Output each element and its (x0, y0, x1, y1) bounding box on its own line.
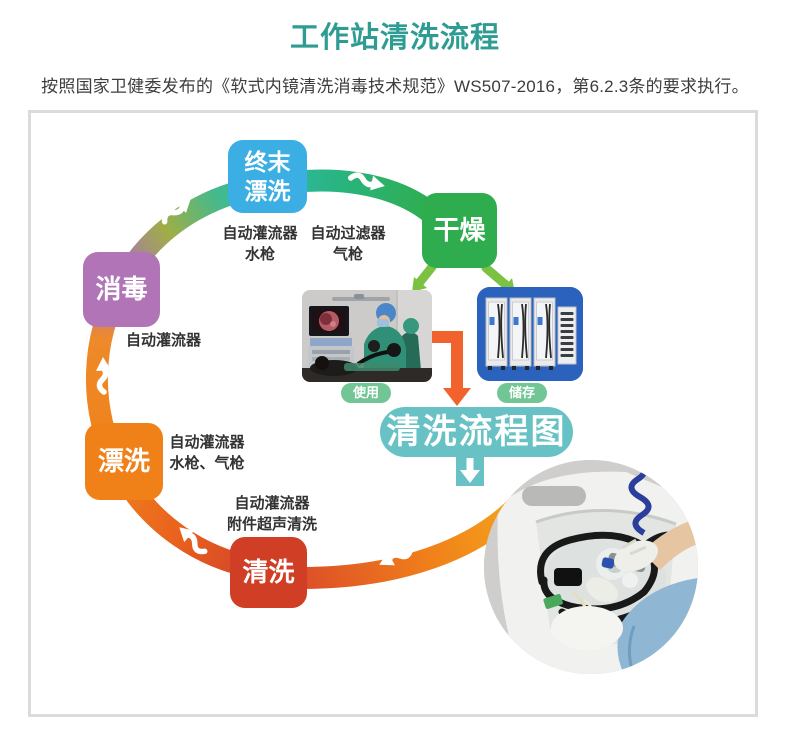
page-subtitle: 按照国家卫健委发布的《软式内镜清洗消毒技术规范》WS507-2016，第6.2.… (41, 77, 749, 96)
dry-to-storage-arrow-icon (481, 263, 511, 290)
banner-down-arrow-icon (456, 455, 484, 486)
note-clean: 自动灌流器 附件超声清洗 (226, 495, 317, 533)
cleaning-sink-illustration (484, 460, 698, 674)
step-disinfect-label: 消毒 (95, 274, 148, 305)
step-rinse-label: 漂洗 (97, 446, 150, 477)
storage-photo-illustration (477, 287, 583, 381)
step-final-rinse-label: 终末 漂洗 (244, 148, 291, 204)
cleaning-sink-photo (484, 460, 698, 674)
use-photo-illustration (302, 290, 432, 382)
page-title: 工作站清洗流程 (289, 22, 500, 54)
note-final-rinse: 自动灌流器 水枪 (222, 225, 298, 263)
use-to-banner-elbow-arrow-icon (430, 331, 471, 406)
use-photo (302, 290, 432, 382)
step-clean: 清洗 (230, 537, 307, 608)
step-disinfect: 消毒 (83, 252, 160, 327)
step-rinse: 漂洗 (85, 423, 163, 500)
note-rinse: 自动灌流器 水枪、气枪 (169, 434, 245, 472)
note-dry: 自动过滤器 气枪 (310, 225, 386, 263)
storage-photo (477, 287, 583, 381)
step-final-rinse: 终末 漂洗 (228, 140, 307, 213)
dry-to-use-arrow-icon (415, 262, 437, 287)
step-clean-label: 清洗 (242, 557, 295, 588)
step-dry: 干燥 (422, 193, 497, 268)
step-dry-label: 干燥 (433, 215, 486, 246)
flowchart-banner: 清洗流程图 (380, 407, 573, 457)
storage-label-pill: 储存 (497, 383, 547, 403)
use-label-pill: 使用 (341, 383, 391, 403)
note-disinfect: 自动灌流器 (126, 332, 202, 349)
